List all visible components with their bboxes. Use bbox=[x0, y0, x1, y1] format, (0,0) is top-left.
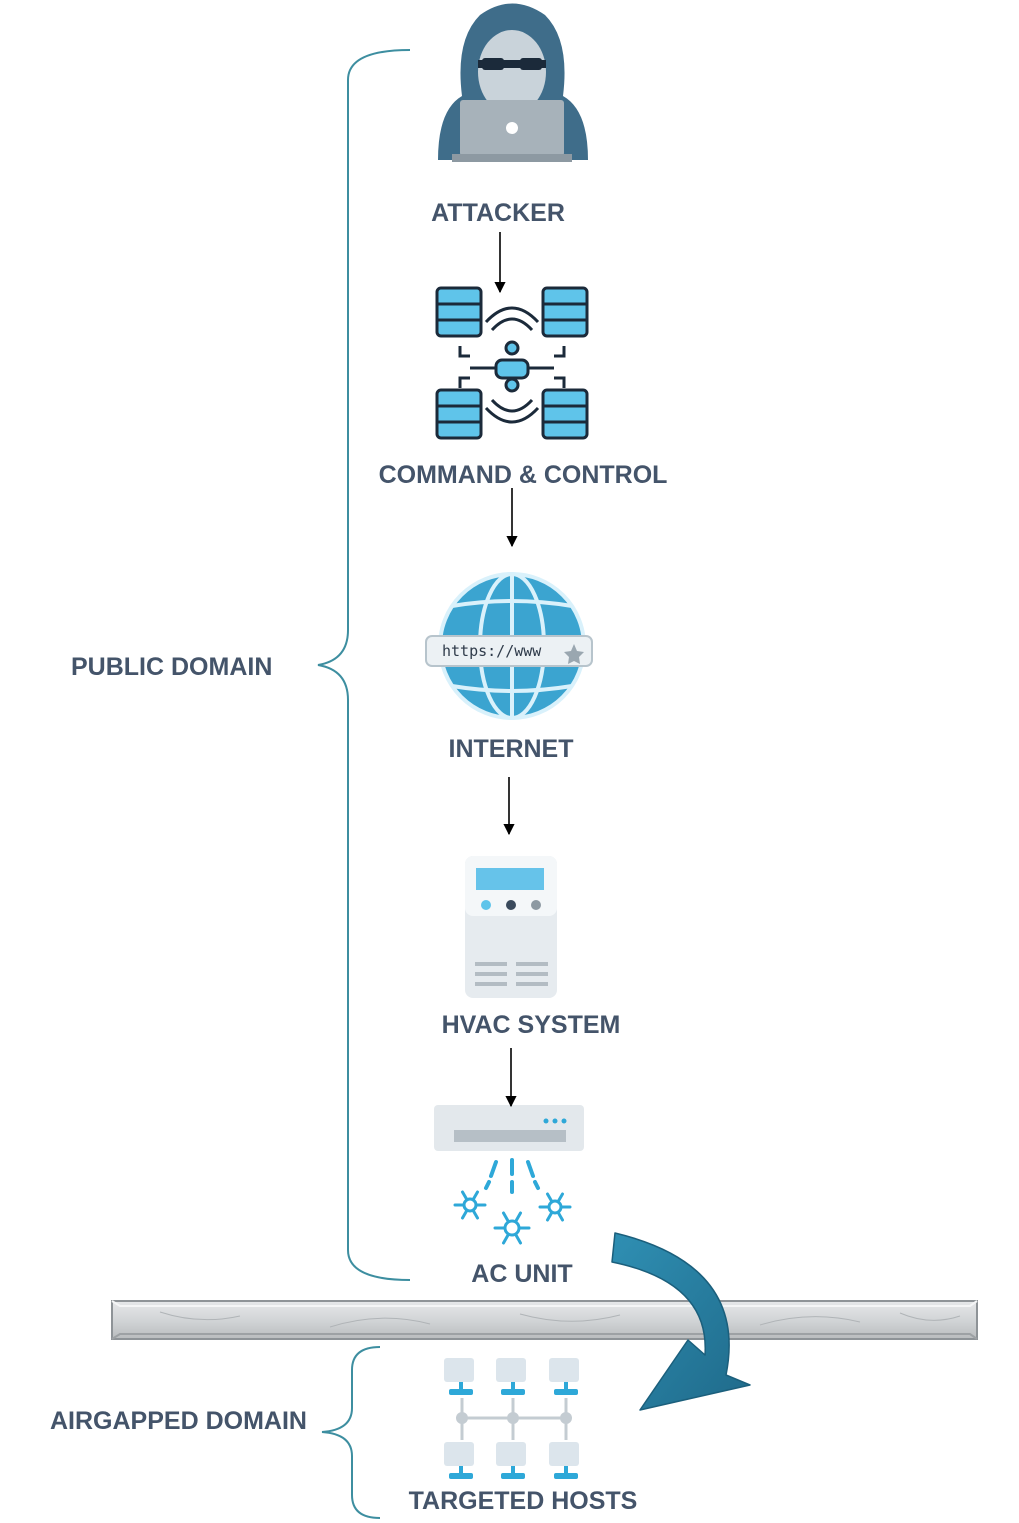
air-conditioner-icon bbox=[434, 1105, 584, 1245]
attacker-label: ATTACKER bbox=[431, 199, 565, 227]
curved-arrow-thermal-bridge bbox=[611, 1232, 751, 1411]
c2-label: COMMAND & CONTROL bbox=[378, 461, 668, 489]
ac-unit-label: AC UNIT bbox=[471, 1260, 573, 1288]
server-network-icon bbox=[435, 286, 589, 440]
airgapped-domain-label: AIRGAPPED DOMAIN bbox=[50, 1407, 307, 1435]
air-gap-wall bbox=[111, 1300, 978, 1340]
targets-label: TARGETED HOSTS bbox=[408, 1487, 638, 1515]
hooded-hacker-icon bbox=[438, 3, 588, 162]
public-domain-label: PUBLIC DOMAIN bbox=[71, 653, 273, 681]
hvac-label: HVAC SYSTEM bbox=[441, 1011, 621, 1039]
airgapped-domain-bracket bbox=[321, 1346, 381, 1519]
globe-icon: https://www bbox=[425, 572, 593, 720]
browser-url-text: https://www bbox=[442, 642, 542, 660]
internet-label: INTERNET bbox=[448, 735, 574, 763]
network-hosts-icon bbox=[444, 1358, 579, 1479]
public-domain-bracket bbox=[317, 49, 411, 1281]
hvac-cabinet-icon bbox=[465, 856, 557, 998]
